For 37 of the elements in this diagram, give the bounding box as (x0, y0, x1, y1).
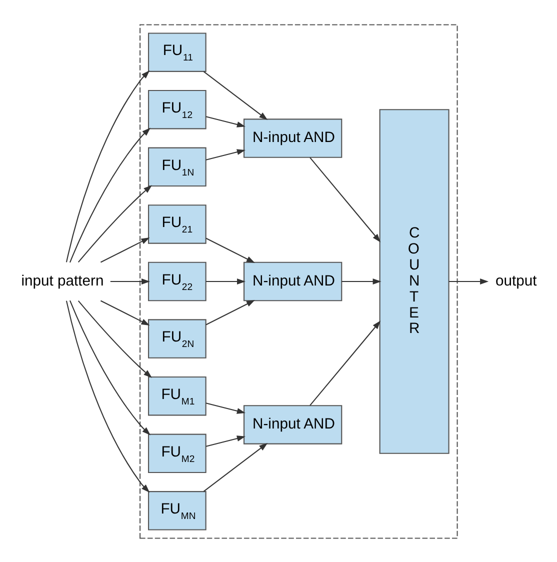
arrow (448, 278, 489, 284)
node-box: FU$_{1N}$ (148, 146, 206, 186)
arrow (78, 184, 152, 262)
arrow (206, 402, 246, 414)
node-box: N-input AND (243, 118, 342, 158)
node-text: output (495, 272, 537, 289)
arrow (203, 442, 268, 492)
arrow (69, 127, 151, 262)
arrow (342, 278, 382, 284)
arrow (78, 300, 152, 378)
arrow (100, 300, 150, 325)
node-box: FU$_{MN}$ (148, 490, 206, 530)
node-box: FU$_{M2}$ (148, 433, 206, 473)
arrow (110, 278, 150, 284)
arrow (206, 278, 246, 284)
node-box: FU$_{2N}$ (148, 318, 206, 358)
node-box: FU$_{21}$ (148, 204, 206, 244)
node-box: N-input AND (243, 261, 342, 301)
arrow (66, 300, 150, 492)
arrow (206, 435, 246, 446)
node-box: FU$_{M1}$ (148, 376, 206, 416)
node-box: N-input AND (243, 404, 342, 444)
arrow (206, 148, 246, 160)
node-box: FU$_{22}$ (148, 261, 206, 301)
node-box: FU$_{12}$ (148, 89, 206, 129)
arrow (206, 300, 255, 325)
arrow (69, 300, 151, 435)
arrow (310, 320, 381, 406)
arrow (310, 156, 381, 242)
node-box: FU$_{11}$ (148, 32, 206, 72)
arrow (206, 116, 246, 127)
arrow (206, 237, 255, 262)
arrow (203, 70, 268, 120)
node-text: input pattern (21, 272, 104, 289)
node-box: COUNTER (379, 108, 450, 454)
arrow (66, 70, 150, 262)
arrow (100, 237, 150, 262)
